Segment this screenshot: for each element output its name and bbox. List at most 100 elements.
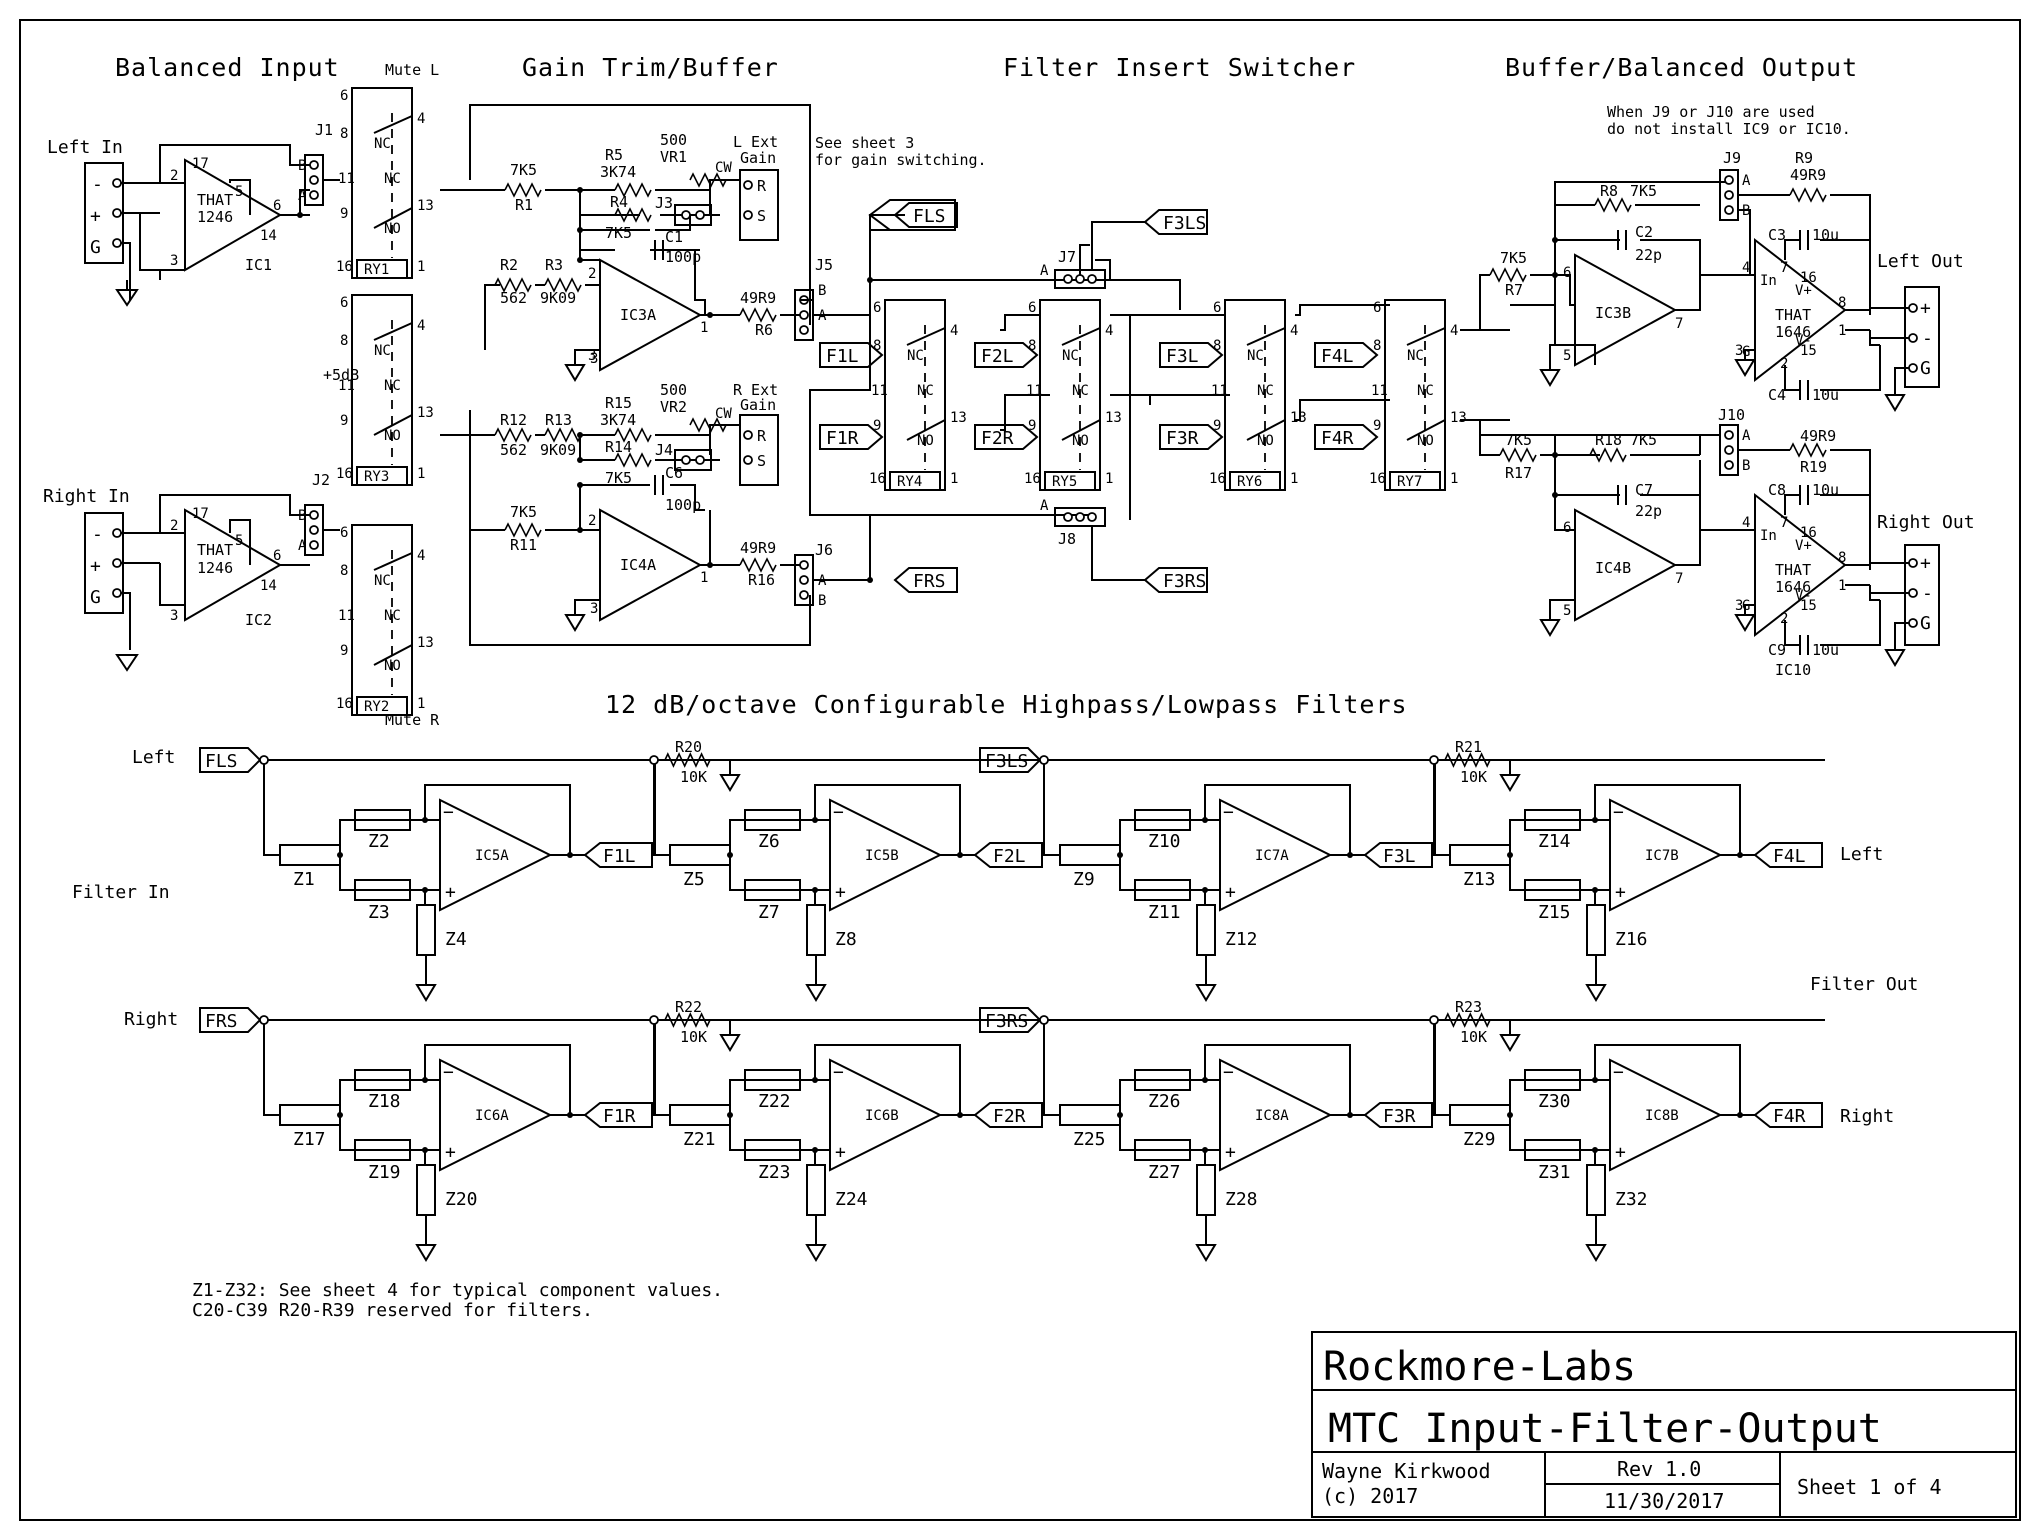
z-label: Z5 (683, 869, 705, 890)
svg-text:−: − (1613, 1062, 1624, 1083)
svg-text:3: 3 (590, 601, 598, 617)
svg-text:10u: 10u (1812, 641, 1839, 659)
left-in-label: Left In (47, 137, 123, 158)
z-label: Z6 (758, 831, 780, 852)
svg-text:-: - (1922, 583, 1933, 604)
svg-text:13: 13 (1450, 410, 1467, 426)
port-f1l: F1L (583, 842, 653, 868)
svg-text:1646: 1646 (1775, 323, 1811, 341)
svg-text:11: 11 (1371, 383, 1388, 399)
svg-text:See sheet 3: See sheet 3 (815, 134, 914, 152)
z-label: Z11 (1148, 902, 1181, 923)
l-ext-gain-connector (739, 169, 779, 241)
svg-text:C2: C2 (1635, 223, 1653, 241)
ic10-amp (1754, 492, 1847, 638)
right-in-label: Right In (43, 486, 130, 507)
svg-text:2: 2 (170, 518, 178, 534)
svg-text:16: 16 (1369, 471, 1386, 487)
svg-text:S: S (757, 452, 766, 470)
mute-r-label: Mute R (385, 711, 440, 729)
svg-text:1: 1 (1290, 471, 1298, 487)
svg-text:−: − (1223, 802, 1234, 823)
svg-text:6: 6 (273, 548, 281, 564)
svg-text:3K74: 3K74 (600, 163, 636, 181)
ic8b-amp (1609, 1058, 1723, 1172)
revision: Rev 1.0 (1617, 1457, 1701, 1481)
svg-text:When J9 or J10 are used: When J9 or J10 are used (1607, 103, 1815, 121)
svg-text:7K5: 7K5 (605, 224, 632, 242)
relay-label: RY4 (897, 474, 922, 490)
filter-group: FLSZ1Z2Z3Z4IC5A−+F1LZ5Z6Z7Z8IC5B−+F2LF3L… (199, 738, 1825, 1262)
port-f3ls: F3LS (979, 747, 1042, 773)
svg-text:8: 8 (1373, 338, 1381, 354)
svg-text:1646: 1646 (1775, 578, 1811, 596)
filter-out-left-label: Left (1840, 844, 1883, 865)
svg-text:8: 8 (1838, 550, 1846, 566)
svg-text:2: 2 (1780, 611, 1788, 627)
svg-text:R18: R18 (1595, 431, 1622, 449)
svg-text:CW: CW (715, 160, 732, 176)
svg-text:−: − (443, 1062, 454, 1083)
svg-text:R17: R17 (1505, 464, 1532, 482)
svg-text:L Ext: L Ext (733, 133, 778, 151)
svg-text:R4: R4 (610, 193, 628, 211)
svg-text:+: + (90, 206, 101, 227)
ic5b-amp (829, 798, 943, 912)
svg-text:15: 15 (1800, 343, 1817, 359)
svg-text:9K09: 9K09 (540, 289, 576, 307)
z-label: Z25 (1073, 1129, 1106, 1150)
svg-text:7K5: 7K5 (510, 503, 537, 521)
svg-text:+: + (1920, 553, 1931, 574)
ic-label: IC6B (865, 1108, 899, 1124)
ic7a-amp (1219, 798, 1333, 912)
svg-text:A: A (1742, 428, 1751, 444)
svg-text:8: 8 (873, 338, 881, 354)
svg-text:C7: C7 (1635, 481, 1653, 499)
svg-text:100p: 100p (665, 248, 701, 266)
z-label: Z18 (368, 1091, 401, 1112)
svg-text:13: 13 (950, 410, 967, 426)
svg-text:R9: R9 (1795, 149, 1813, 167)
svg-text:562: 562 (500, 289, 527, 307)
svg-text:THAT: THAT (1775, 561, 1811, 579)
port-label: F2L (981, 346, 1014, 367)
ic3a-amp (599, 258, 703, 372)
svg-text:16: 16 (1209, 471, 1226, 487)
z-label: Z10 (1148, 831, 1181, 852)
z-label: Z21 (683, 1129, 716, 1150)
svg-text:G: G (1742, 344, 1750, 360)
svg-text:+: + (835, 882, 846, 903)
ic1-amp (184, 158, 282, 272)
port-label: F3L (1383, 846, 1416, 867)
svg-text:13: 13 (417, 198, 434, 214)
section-balanced-input: Balanced Input (115, 53, 340, 82)
svg-text:C6: C6 (665, 464, 683, 482)
port-f3r: F3R (1159, 424, 1224, 450)
svg-text:J2: J2 (312, 471, 330, 489)
svg-text:11: 11 (871, 383, 888, 399)
z-label: Z4 (445, 929, 467, 950)
svg-text:11: 11 (338, 171, 355, 187)
right-out-label: Right Out (1877, 512, 1975, 533)
drawing-title: MTC Input-Filter-Output (1328, 1406, 1882, 1452)
svg-text:-: - (1922, 328, 1933, 349)
port-label: F3R (1383, 1106, 1416, 1127)
svg-text:Gain: Gain (740, 396, 776, 414)
svg-text:IC4A: IC4A (620, 556, 656, 574)
author: Wayne Kirkwood (1322, 1459, 1491, 1483)
svg-text:9: 9 (340, 206, 348, 222)
port-fls: FLS (199, 747, 262, 773)
svg-text:49R9: 49R9 (1790, 166, 1826, 184)
svg-text:16: 16 (336, 466, 353, 482)
port-label: F1L (826, 346, 859, 367)
z-label: Z14 (1538, 831, 1571, 852)
port-label: F3LS (985, 751, 1028, 772)
svg-text:4: 4 (1105, 323, 1113, 339)
svg-text:NC: NC (1062, 348, 1079, 364)
port-f3ls: F3LS (1143, 209, 1208, 235)
svg-text:B: B (818, 593, 826, 609)
